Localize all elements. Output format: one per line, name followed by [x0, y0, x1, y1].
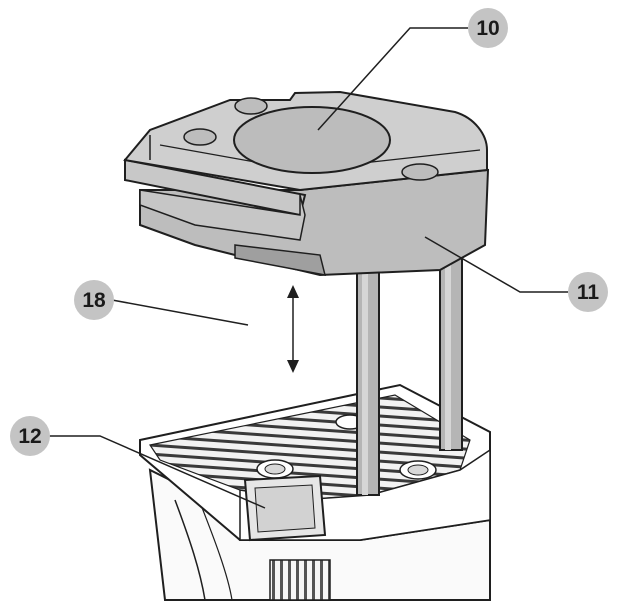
upper-pad — [123, 90, 490, 277]
pad-hole-back-left — [234, 97, 268, 115]
callout-label-11: 11 — [577, 281, 600, 304]
base-side-curve — [174, 499, 206, 601]
screw-left — [256, 459, 294, 479]
callout-label-10: 10 — [476, 17, 499, 40]
leader-line-12 — [48, 435, 266, 509]
movement-arrow — [287, 285, 299, 373]
leader-line-10 — [317, 27, 468, 131]
callout-11: 11 — [424, 236, 608, 312]
screw-right — [399, 460, 437, 480]
callout-badge-18 — [74, 280, 114, 320]
callout-badge-10 — [468, 8, 508, 48]
callout-12: 12 — [10, 416, 266, 509]
pad-hole-right — [401, 163, 439, 181]
base-body — [139, 383, 491, 601]
callout-18: 18 — [74, 280, 249, 326]
base-grip — [269, 559, 331, 601]
callout-label-12: 12 — [18, 425, 41, 448]
leader-line-18 — [111, 299, 249, 326]
leader-line-11 — [424, 236, 568, 293]
callout-label-18: 18 — [82, 289, 106, 312]
pad-hole-front-left — [183, 128, 217, 146]
part-10-center-disc — [233, 106, 391, 174]
callout-badge-12 — [10, 416, 50, 456]
callout-badge-11 — [568, 272, 608, 312]
callout-10: 10 — [317, 8, 508, 131]
